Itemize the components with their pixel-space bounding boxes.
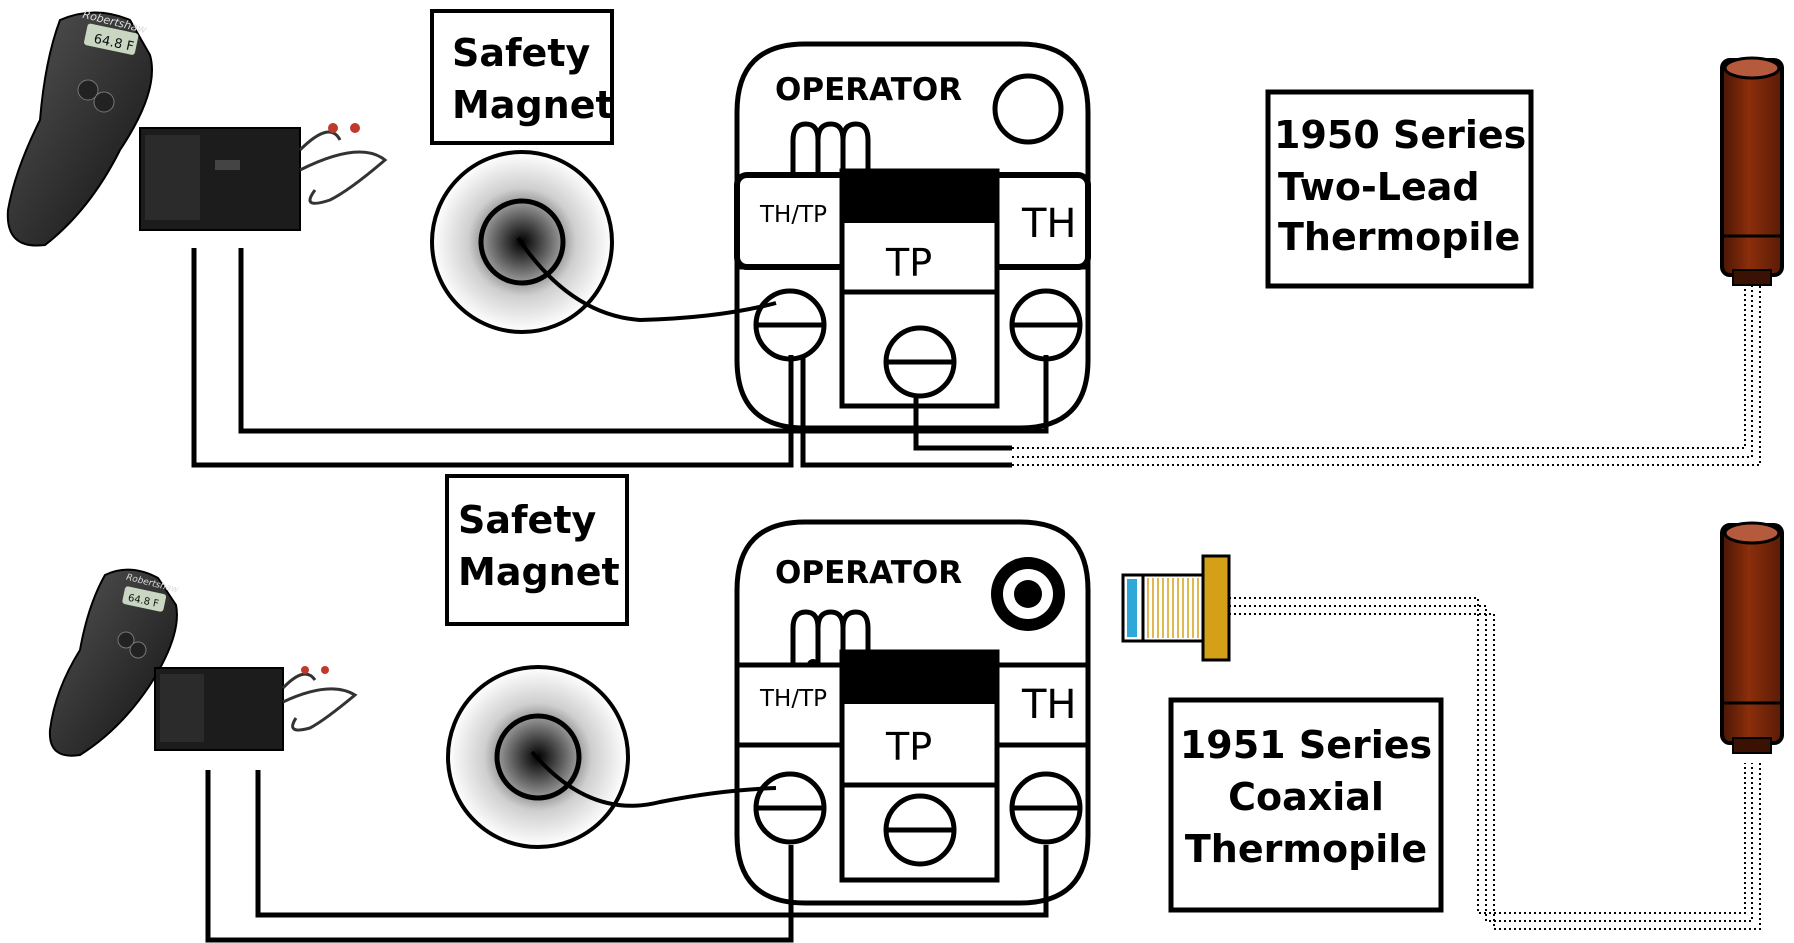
top-remote-image: 64.8 F Robertshaw [0,0,390,247]
bottom-safety-magnet-center [494,713,582,801]
bottom-safety-magnet-line1: Safety [458,498,596,542]
top-th-tp-label: TH/TP [759,202,827,228]
top-series-line2: Two-Lead [1278,165,1480,209]
top-screw-tp [883,325,957,399]
top-screw-th [1009,288,1083,362]
bottom-screw-th-tp [753,771,827,845]
bottom-th-tp-label: TH/TP [759,686,827,712]
bottom-th-label: TH [1021,682,1077,728]
remote-transmitter [6,11,153,247]
bottom-series-line2: Coaxial [1228,775,1384,819]
coaxial-connector [1121,554,1231,662]
top-magnet-lead [516,236,777,323]
top-safety-magnet-box [430,9,614,145]
top-operator-port [992,73,1064,145]
receiver-wires [281,672,358,732]
top-th-label: TH [1021,201,1077,247]
bottom-tp-label: TP [885,725,932,769]
top-tp-label: TP [885,241,932,285]
bottom-assembly: 64.8 F Robertshaw Safety Magnet OPERATOR [48,474,1784,943]
remote-button-on [117,631,135,649]
bottom-screw-th [1009,771,1083,845]
top-series-line3: Thermopile [1278,215,1520,259]
remote-transmitter [48,568,178,757]
bottom-thermopile [1720,521,1784,754]
bottom-remote-image: 64.8 F Robertshaw [48,568,358,757]
remote-button-off [129,641,147,659]
top-safety-magnet-center [478,198,566,286]
remote-display [84,23,139,55]
top-receiver-wires [191,248,1049,468]
top-operator-label: OPERATOR [775,72,962,108]
bottom-tp-block-dark [842,652,997,704]
remote-button-on [77,79,99,101]
bottom-operator-coil [790,609,871,668]
top-operator-coil [790,121,871,180]
bottom-series-line1: 1951 Series [1180,723,1432,767]
bottom-series-line3: Thermopile [1185,827,1427,871]
top-safety-magnet-line1: Safety [452,31,590,75]
bottom-screw-tp [883,793,957,867]
receiver-wires [298,130,388,205]
bottom-series-box [1168,697,1444,913]
top-series-line1: 1950 Series [1274,113,1526,157]
top-thermopile-lead [1012,283,1761,466]
bottom-receiver-wires [205,770,1049,943]
top-assembly: 64.8 F Robertshaw Safety Magnet OPERATOR [0,0,1784,468]
bottom-thermopile-lead [1229,597,1761,930]
bottom-magnet-lead [530,750,777,808]
top-series-box [1265,89,1534,289]
remote-button-off [93,91,115,113]
bottom-safety-magnet-line2: Magnet [458,550,620,594]
bottom-safety-magnet-box [445,474,629,626]
bottom-operator-label: OPERATOR [775,555,962,591]
top-screw-th-tp [753,288,827,362]
top-thermopile [1720,56,1784,286]
bottom-operator-port [991,557,1065,631]
top-safety-magnet-line2: Magnet [452,83,614,127]
top-tp-block-dark [842,171,997,223]
